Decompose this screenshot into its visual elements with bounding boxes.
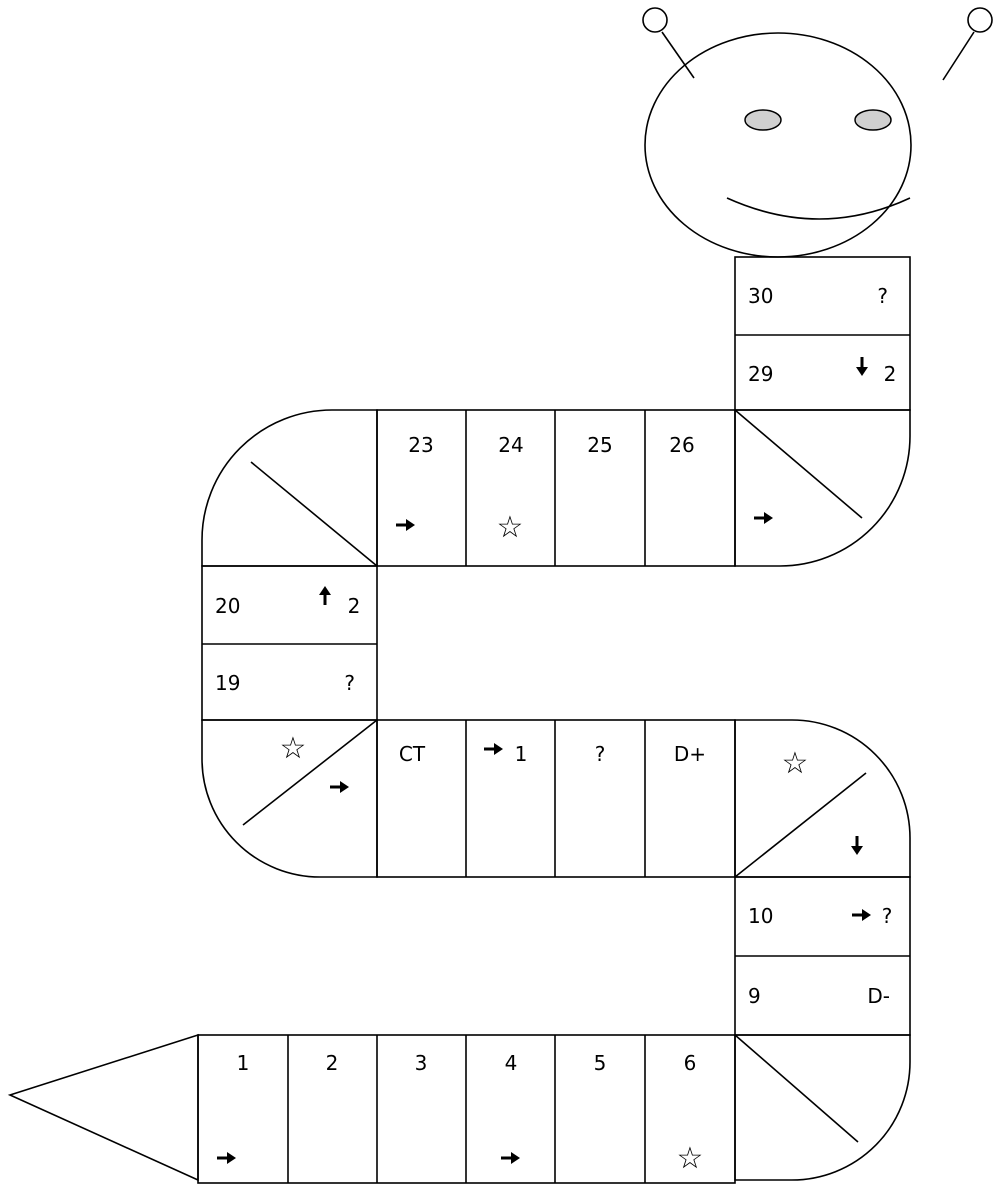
cell-29: 29 2: [748, 357, 896, 386]
cell-move-1: 1: [484, 742, 527, 766]
cell-25: 25: [587, 433, 612, 457]
cell-10-label: 10: [748, 904, 773, 928]
top-right-bend: [735, 410, 910, 566]
cell-12: ☆: [782, 746, 809, 781]
right-middle-bend: [735, 720, 910, 877]
cell-3: 3: [415, 1051, 428, 1075]
down-arrow-icon: [856, 357, 868, 376]
cell-23-label: 23: [408, 433, 433, 457]
right-arrow-icon: [217, 1152, 236, 1164]
left-eye: [745, 110, 781, 130]
cell-9-label: 9: [748, 984, 761, 1008]
bottom-row: [198, 1035, 735, 1183]
cell-4: 4: [501, 1051, 520, 1164]
cell-17: [330, 781, 349, 793]
cell-d-plus: D+: [674, 742, 706, 766]
cell-6-label: 6: [684, 1051, 697, 1075]
cell-9: 9 D-: [748, 984, 890, 1008]
star-icon: ☆: [280, 731, 307, 766]
left-antenna-ball: [643, 8, 667, 32]
right-arrow-icon: [501, 1152, 520, 1164]
cell-24: 24 ☆: [497, 433, 524, 545]
cell-2-label: 2: [326, 1051, 339, 1075]
smile: [727, 198, 910, 219]
right-antenna: [943, 32, 974, 80]
right-eye: [855, 110, 891, 130]
cell-question-label: ?: [595, 742, 606, 766]
cell-19-tag: ?: [344, 671, 355, 695]
cell-20-value: 2: [348, 594, 361, 618]
cell-ct-label: CT: [399, 742, 426, 766]
cell-20-label: 20: [215, 594, 240, 618]
right-arrow-icon: [852, 909, 871, 921]
cell-24-label: 24: [498, 433, 523, 457]
star-icon: ☆: [782, 746, 809, 781]
bottom-right-bend: [735, 1035, 910, 1180]
snake-tail: [10, 1035, 198, 1180]
right-arrow-icon: [330, 781, 349, 793]
cell-26: 26: [669, 433, 694, 457]
cell-30-label: 30: [748, 284, 773, 308]
down-arrow-icon: [851, 836, 863, 855]
cell-27: [754, 512, 773, 524]
cell-6: 6 ☆: [677, 1051, 704, 1176]
cell-1: 1: [217, 1051, 249, 1164]
cell-10: 10 ?: [748, 904, 892, 928]
cell-29-label: 29: [748, 362, 773, 386]
cell-5-label: 5: [594, 1051, 607, 1075]
cell-3-label: 3: [415, 1051, 428, 1075]
right-arrow-icon: [396, 519, 415, 531]
snake-head: [643, 8, 992, 257]
cell-26-label: 26: [669, 433, 694, 457]
top-left-bend: [202, 410, 377, 566]
cell-move-value: 1: [515, 742, 528, 766]
cell-d-plus-label: D+: [674, 742, 706, 766]
neck-column: [735, 257, 910, 410]
cell-5: 5: [594, 1051, 607, 1075]
up-arrow-icon: [319, 586, 331, 605]
left-column: [202, 566, 377, 720]
cell-question: ?: [595, 742, 606, 766]
star-icon: ☆: [497, 510, 524, 545]
cell-30: 30 ?: [748, 284, 888, 308]
right-arrow-icon: [484, 743, 503, 755]
cell-20: 20 2: [215, 586, 360, 618]
right-column-lower: [735, 877, 910, 1035]
right-arrow-icon: [754, 512, 773, 524]
cell-18: ☆: [280, 731, 307, 766]
cell-23: 23: [396, 433, 434, 531]
head-outline: [645, 33, 911, 257]
cell-2: 2: [326, 1051, 339, 1075]
cell-4-label: 4: [505, 1051, 518, 1075]
star-icon: ☆: [677, 1141, 704, 1176]
cell-ct: CT: [399, 742, 426, 766]
cell-25-label: 25: [587, 433, 612, 457]
cell-30-tag: ?: [877, 284, 888, 308]
cell-29-value: 2: [884, 362, 897, 386]
right-antenna-ball: [968, 8, 992, 32]
cell-11: [851, 836, 863, 855]
cell-19-label: 19: [215, 671, 240, 695]
cell-9-tag: D-: [867, 984, 890, 1008]
cell-10-tag: ?: [882, 904, 893, 928]
cell-19: 19 ?: [215, 671, 355, 695]
cell-1-label: 1: [237, 1051, 250, 1075]
